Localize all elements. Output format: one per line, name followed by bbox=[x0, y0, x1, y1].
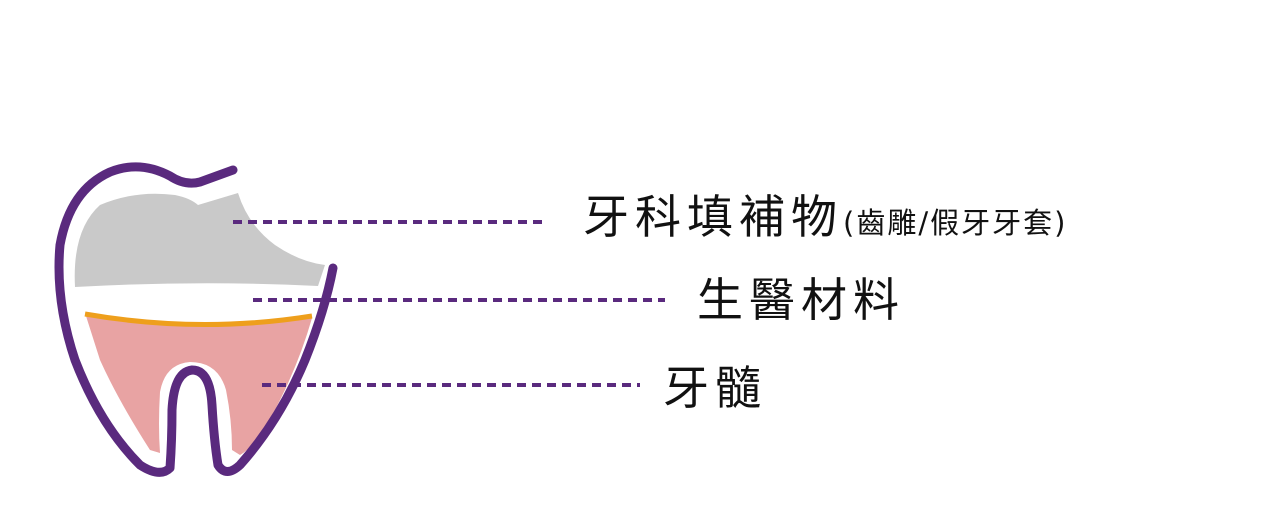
liner-layer bbox=[84, 311, 313, 327]
tooth-outline bbox=[54, 162, 338, 477]
label-biomaterial: 生醫材料 bbox=[697, 273, 905, 327]
leader-lines bbox=[233, 220, 665, 387]
pulp-region bbox=[86, 316, 312, 455]
label-dental-filling: 牙科填補物(齒雕/假牙牙套) bbox=[583, 194, 1067, 240]
filling-note-text: (齒雕/假牙牙套) bbox=[843, 206, 1068, 240]
label-pulp: 牙髓 bbox=[663, 361, 767, 415]
crown-filling bbox=[74, 193, 325, 287]
filling-label-text: 牙科填補物 bbox=[583, 190, 843, 244]
